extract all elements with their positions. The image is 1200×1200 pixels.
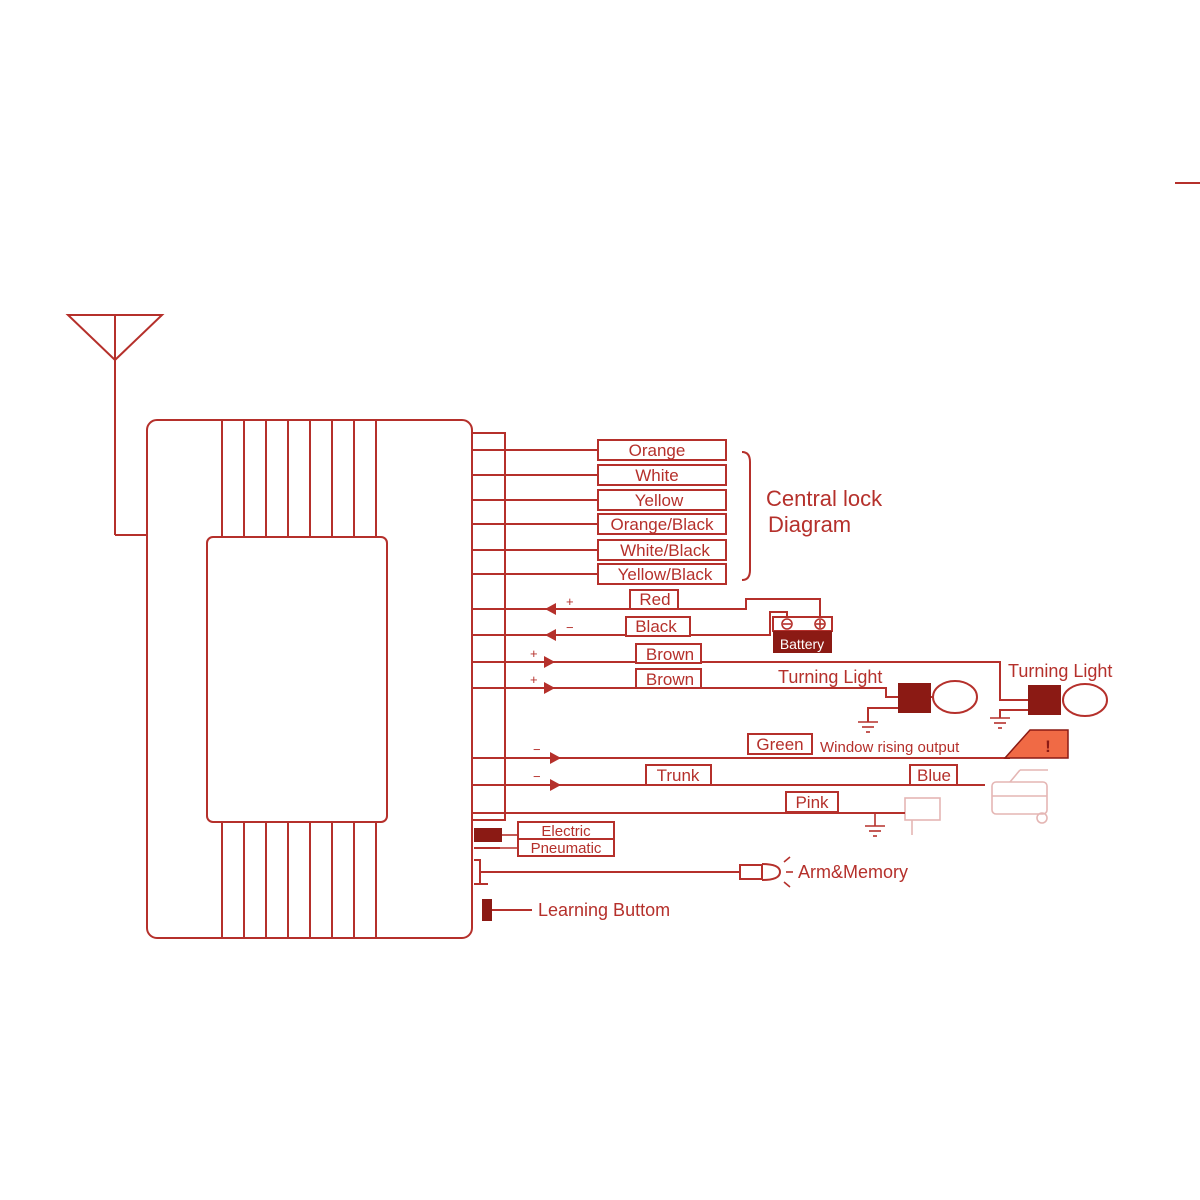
svg-text:Orange: Orange: [629, 441, 686, 460]
wire-label-yellow: Yellow: [597, 489, 727, 511]
svg-text:White: White: [635, 466, 678, 485]
central-lock-bracket: [741, 451, 751, 581]
pneumatic-label: Pneumatic: [531, 840, 602, 857]
turning-light-label-1: Turning Light: [778, 667, 882, 687]
svg-text:−: −: [533, 769, 541, 784]
wire-label-white: White: [597, 464, 727, 486]
antenna-icon: [65, 314, 165, 536]
battery-icon: Battery: [772, 616, 833, 653]
wire-trunk: − Trunk Blue: [472, 764, 985, 791]
turning-light-icon: [858, 680, 978, 733]
wire-red: + Red: [472, 589, 821, 616]
lock-type-switch: Electric Pneumatic: [474, 821, 615, 857]
svg-text:Yellow: Yellow: [635, 491, 684, 510]
svg-text:Brown: Brown: [646, 645, 694, 664]
learning-button-icon: Learning Buttom: [482, 899, 670, 921]
wire-black: − Black: [472, 611, 788, 641]
central-lock-subtitle: Diagram: [768, 512, 851, 537]
arm-memory-led: Arm&Memory: [474, 856, 908, 888]
warning-icon: !: [1003, 729, 1069, 759]
lock-actuator-icon: [904, 797, 941, 835]
wire-brown-1: + Brown: [472, 643, 1028, 701]
svg-text:Orange/Black: Orange/Black: [611, 515, 714, 534]
central-lock-title: Central lock: [766, 486, 883, 511]
svg-text:−: −: [566, 620, 574, 635]
svg-text:Red: Red: [639, 590, 670, 609]
svg-text:+: +: [530, 646, 538, 661]
wire-label-orange-black: Orange/Black: [597, 513, 727, 535]
svg-text:Blue: Blue: [917, 766, 951, 785]
svg-text:+: +: [530, 672, 538, 687]
window-rising-label: Window rising output: [820, 739, 960, 756]
svg-text:Brown: Brown: [646, 670, 694, 689]
wire-label-orange: Orange: [597, 439, 727, 461]
svg-text:+: +: [566, 594, 574, 609]
wire-label-yellow-black: Yellow/Black: [597, 563, 727, 585]
battery-label: Battery: [780, 636, 824, 652]
svg-text:!: !: [1045, 737, 1051, 756]
arm-memory-label: Arm&Memory: [798, 862, 908, 882]
svg-text:Green: Green: [756, 735, 803, 754]
wire-label-white-black: White/Black: [597, 539, 727, 561]
wire-brown-2: + Brown: [472, 668, 898, 698]
central-lock-wires: [472, 449, 598, 575]
electric-label: Electric: [541, 823, 591, 840]
wire-green: − Green: [472, 733, 1010, 764]
svg-text:Trunk: Trunk: [657, 766, 700, 785]
control-unit: [146, 419, 473, 939]
turning-light-icon: [990, 683, 1108, 729]
turning-light-label-2: Turning Light: [1008, 661, 1112, 681]
svg-text:White/Black: White/Black: [620, 541, 710, 560]
svg-text:Black: Black: [635, 617, 677, 636]
svg-text:Pink: Pink: [795, 793, 829, 812]
svg-text:−: −: [533, 742, 541, 757]
harness-connector: [471, 432, 506, 821]
svg-text:Yellow/Black: Yellow/Black: [618, 565, 713, 584]
learning-button-label: Learning Buttom: [538, 900, 670, 920]
car-trunk-icon: [991, 769, 1048, 824]
wire-pink: Pink: [472, 791, 905, 837]
